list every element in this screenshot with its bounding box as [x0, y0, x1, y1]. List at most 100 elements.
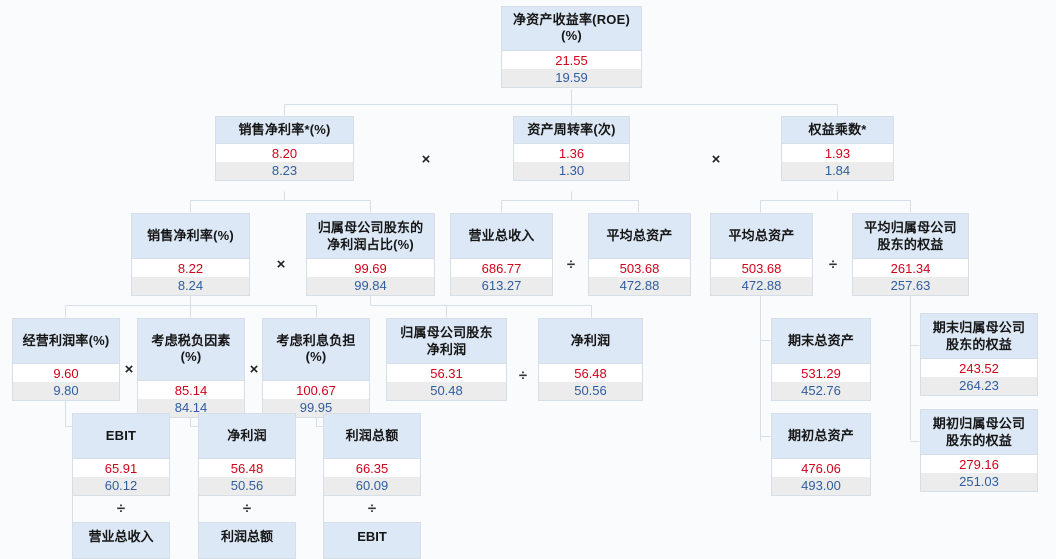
node-net-margin-star[interactable]: 销售净利率*(%) 8.20 8.23	[215, 116, 354, 182]
node-beginning-total-assets-value-previous: 493.00	[772, 477, 870, 496]
node-net-profit-mid[interactable]: 净利润 56.48 50.56	[198, 413, 296, 497]
node-parent-net-profit-title: 归属母公司股东 净利润	[387, 319, 506, 365]
node-parent-profit-share-title: 归属母公司股东的 净利润占比(%)	[307, 214, 434, 260]
node-total-profit-value-previous: 60.09	[324, 477, 420, 496]
node-ending-parent-equity[interactable]: 期末归属母公司 股东的权益 243.52 264.23	[920, 313, 1038, 397]
node-net-margin-title: 销售净利率(%)	[132, 214, 249, 260]
node-roe-title: 净资产收益率(ROE)(%)	[502, 7, 641, 51]
node-ending-parent-equity-value-current: 243.52	[921, 359, 1037, 378]
node-operating-margin[interactable]: 经营利润率(%) 9.60 9.80	[12, 318, 120, 402]
operator-divide-2: ÷	[828, 256, 838, 273]
leaf-total-revenue[interactable]: 营业总收入	[72, 522, 170, 559]
node-ebit-title: EBIT	[73, 414, 169, 460]
node-parent-profit-share-value-previous: 99.84	[307, 277, 434, 296]
node-net-margin-star-value-previous: 8.23	[216, 162, 353, 181]
operator-divide-3: ÷	[518, 367, 528, 384]
node-average-total-assets-right-title: 平均总资产	[711, 214, 812, 260]
node-roe[interactable]: 净资产收益率(ROE)(%) 21.55 19.59	[501, 6, 642, 88]
node-operating-margin-value-previous: 9.80	[13, 382, 119, 401]
node-total-revenue-value-previous: 613.27	[451, 277, 552, 296]
node-interest-factor-value-current: 100.67	[263, 380, 369, 399]
node-parent-net-profit[interactable]: 归属母公司股东 净利润 56.31 50.48	[386, 318, 507, 402]
node-asset-turnover-title: 资产周转率(次)	[514, 117, 629, 145]
node-tax-factor[interactable]: 考虑税负因素(%) 85.14 84.14	[137, 318, 245, 418]
node-tax-factor-title: 考虑税负因素(%)	[138, 319, 244, 381]
node-net-margin-value-current: 8.22	[132, 259, 249, 278]
node-total-revenue[interactable]: 营业总收入 686.77 613.27	[450, 213, 553, 297]
node-tax-factor-value-previous: 84.14	[138, 398, 244, 417]
node-parent-profit-share-value-current: 99.69	[307, 259, 434, 278]
node-average-total-assets-left-value-current: 503.68	[589, 259, 690, 278]
operator-divide-4: ÷	[116, 500, 126, 517]
node-beginning-total-assets-title: 期初总资产	[772, 414, 870, 460]
node-average-parent-equity[interactable]: 平均归属母公司 股东的权益 261.34 257.63	[852, 213, 969, 297]
operator-divide-5: ÷	[242, 500, 252, 517]
node-ending-total-assets-value-current: 531.29	[772, 364, 870, 383]
node-asset-turnover[interactable]: 资产周转率(次) 1.36 1.30	[513, 116, 630, 182]
leaf-ebit[interactable]: EBIT	[323, 522, 421, 559]
node-asset-turnover-value-previous: 1.30	[514, 162, 629, 181]
node-average-total-assets-left[interactable]: 平均总资产 503.68 472.88	[588, 213, 691, 297]
node-total-profit[interactable]: 利润总额 66.35 60.09	[323, 413, 421, 497]
node-parent-net-profit-value-current: 56.31	[387, 364, 506, 383]
node-average-total-assets-left-title: 平均总资产	[589, 214, 690, 260]
node-ending-total-assets[interactable]: 期末总资产 531.29 452.76	[771, 318, 871, 402]
node-total-revenue-value-current: 686.77	[451, 259, 552, 278]
node-net-margin[interactable]: 销售净利率(%) 8.22 8.24	[131, 213, 250, 297]
node-operating-margin-title: 经营利润率(%)	[13, 319, 119, 365]
operator-multiply-2: ×	[711, 151, 721, 168]
node-operating-margin-value-current: 9.60	[13, 364, 119, 383]
node-beginning-total-assets-value-current: 476.06	[772, 459, 870, 478]
node-total-revenue-title: 营业总收入	[451, 214, 552, 260]
operator-multiply-5: ×	[249, 361, 259, 378]
node-tax-factor-value-current: 85.14	[138, 380, 244, 399]
node-equity-multiplier-value-current: 1.93	[782, 144, 893, 163]
node-beginning-parent-equity-title: 期初归属母公司 股东的权益	[921, 410, 1037, 456]
leaf-total-profit[interactable]: 利润总额	[198, 522, 296, 559]
node-beginning-parent-equity[interactable]: 期初归属母公司 股东的权益 279.16 251.03	[920, 409, 1038, 493]
operator-multiply-4: ×	[124, 361, 134, 378]
node-net-profit-top[interactable]: 净利润 56.48 50.56	[538, 318, 643, 402]
node-net-profit-top-value-previous: 50.56	[539, 382, 642, 401]
node-average-parent-equity-title: 平均归属母公司 股东的权益	[853, 214, 968, 260]
node-net-profit-mid-value-previous: 50.56	[199, 477, 295, 496]
node-ending-parent-equity-value-previous: 264.23	[921, 377, 1037, 396]
node-net-profit-mid-value-current: 56.48	[199, 459, 295, 478]
node-average-parent-equity-value-current: 261.34	[853, 259, 968, 278]
node-ebit[interactable]: EBIT 65.91 60.12	[72, 413, 170, 497]
node-ending-total-assets-title: 期末总资产	[772, 319, 870, 365]
node-ebit-value-current: 65.91	[73, 459, 169, 478]
node-ebit-value-previous: 60.12	[73, 477, 169, 496]
node-parent-net-profit-value-previous: 50.48	[387, 382, 506, 401]
operator-multiply-3: ×	[276, 256, 286, 273]
node-net-margin-star-title: 销售净利率*(%)	[216, 117, 353, 145]
node-ending-total-assets-value-previous: 452.76	[772, 382, 870, 401]
node-net-profit-top-value-current: 56.48	[539, 364, 642, 383]
node-average-total-assets-right-value-current: 503.68	[711, 259, 812, 278]
node-net-profit-top-title: 净利润	[539, 319, 642, 365]
node-parent-profit-share[interactable]: 归属母公司股东的 净利润占比(%) 99.69 99.84	[306, 213, 435, 297]
node-net-margin-star-value-current: 8.20	[216, 144, 353, 163]
node-interest-factor[interactable]: 考虑利息负担(%) 100.67 99.95	[262, 318, 370, 418]
node-roe-value-previous: 19.59	[502, 68, 641, 87]
node-equity-multiplier[interactable]: 权益乘数* 1.93 1.84	[781, 116, 894, 182]
node-beginning-parent-equity-value-previous: 251.03	[921, 473, 1037, 492]
operator-multiply-1: ×	[421, 151, 431, 168]
operator-divide-6: ÷	[367, 500, 377, 517]
node-net-profit-mid-title: 净利润	[199, 414, 295, 460]
node-equity-multiplier-title: 权益乘数*	[782, 117, 893, 145]
node-interest-factor-title: 考虑利息负担(%)	[263, 319, 369, 381]
node-average-total-assets-right[interactable]: 平均总资产 503.68 472.88	[710, 213, 813, 297]
node-beginning-parent-equity-value-current: 279.16	[921, 455, 1037, 474]
node-roe-value-current: 21.55	[502, 50, 641, 69]
node-average-total-assets-right-value-previous: 472.88	[711, 277, 812, 296]
node-total-profit-title: 利润总额	[324, 414, 420, 460]
node-equity-multiplier-value-previous: 1.84	[782, 162, 893, 181]
node-beginning-total-assets[interactable]: 期初总资产 476.06 493.00	[771, 413, 871, 497]
node-net-margin-value-previous: 8.24	[132, 277, 249, 296]
node-average-parent-equity-value-previous: 257.63	[853, 277, 968, 296]
node-average-total-assets-left-value-previous: 472.88	[589, 277, 690, 296]
node-asset-turnover-value-current: 1.36	[514, 144, 629, 163]
node-total-profit-value-current: 66.35	[324, 459, 420, 478]
